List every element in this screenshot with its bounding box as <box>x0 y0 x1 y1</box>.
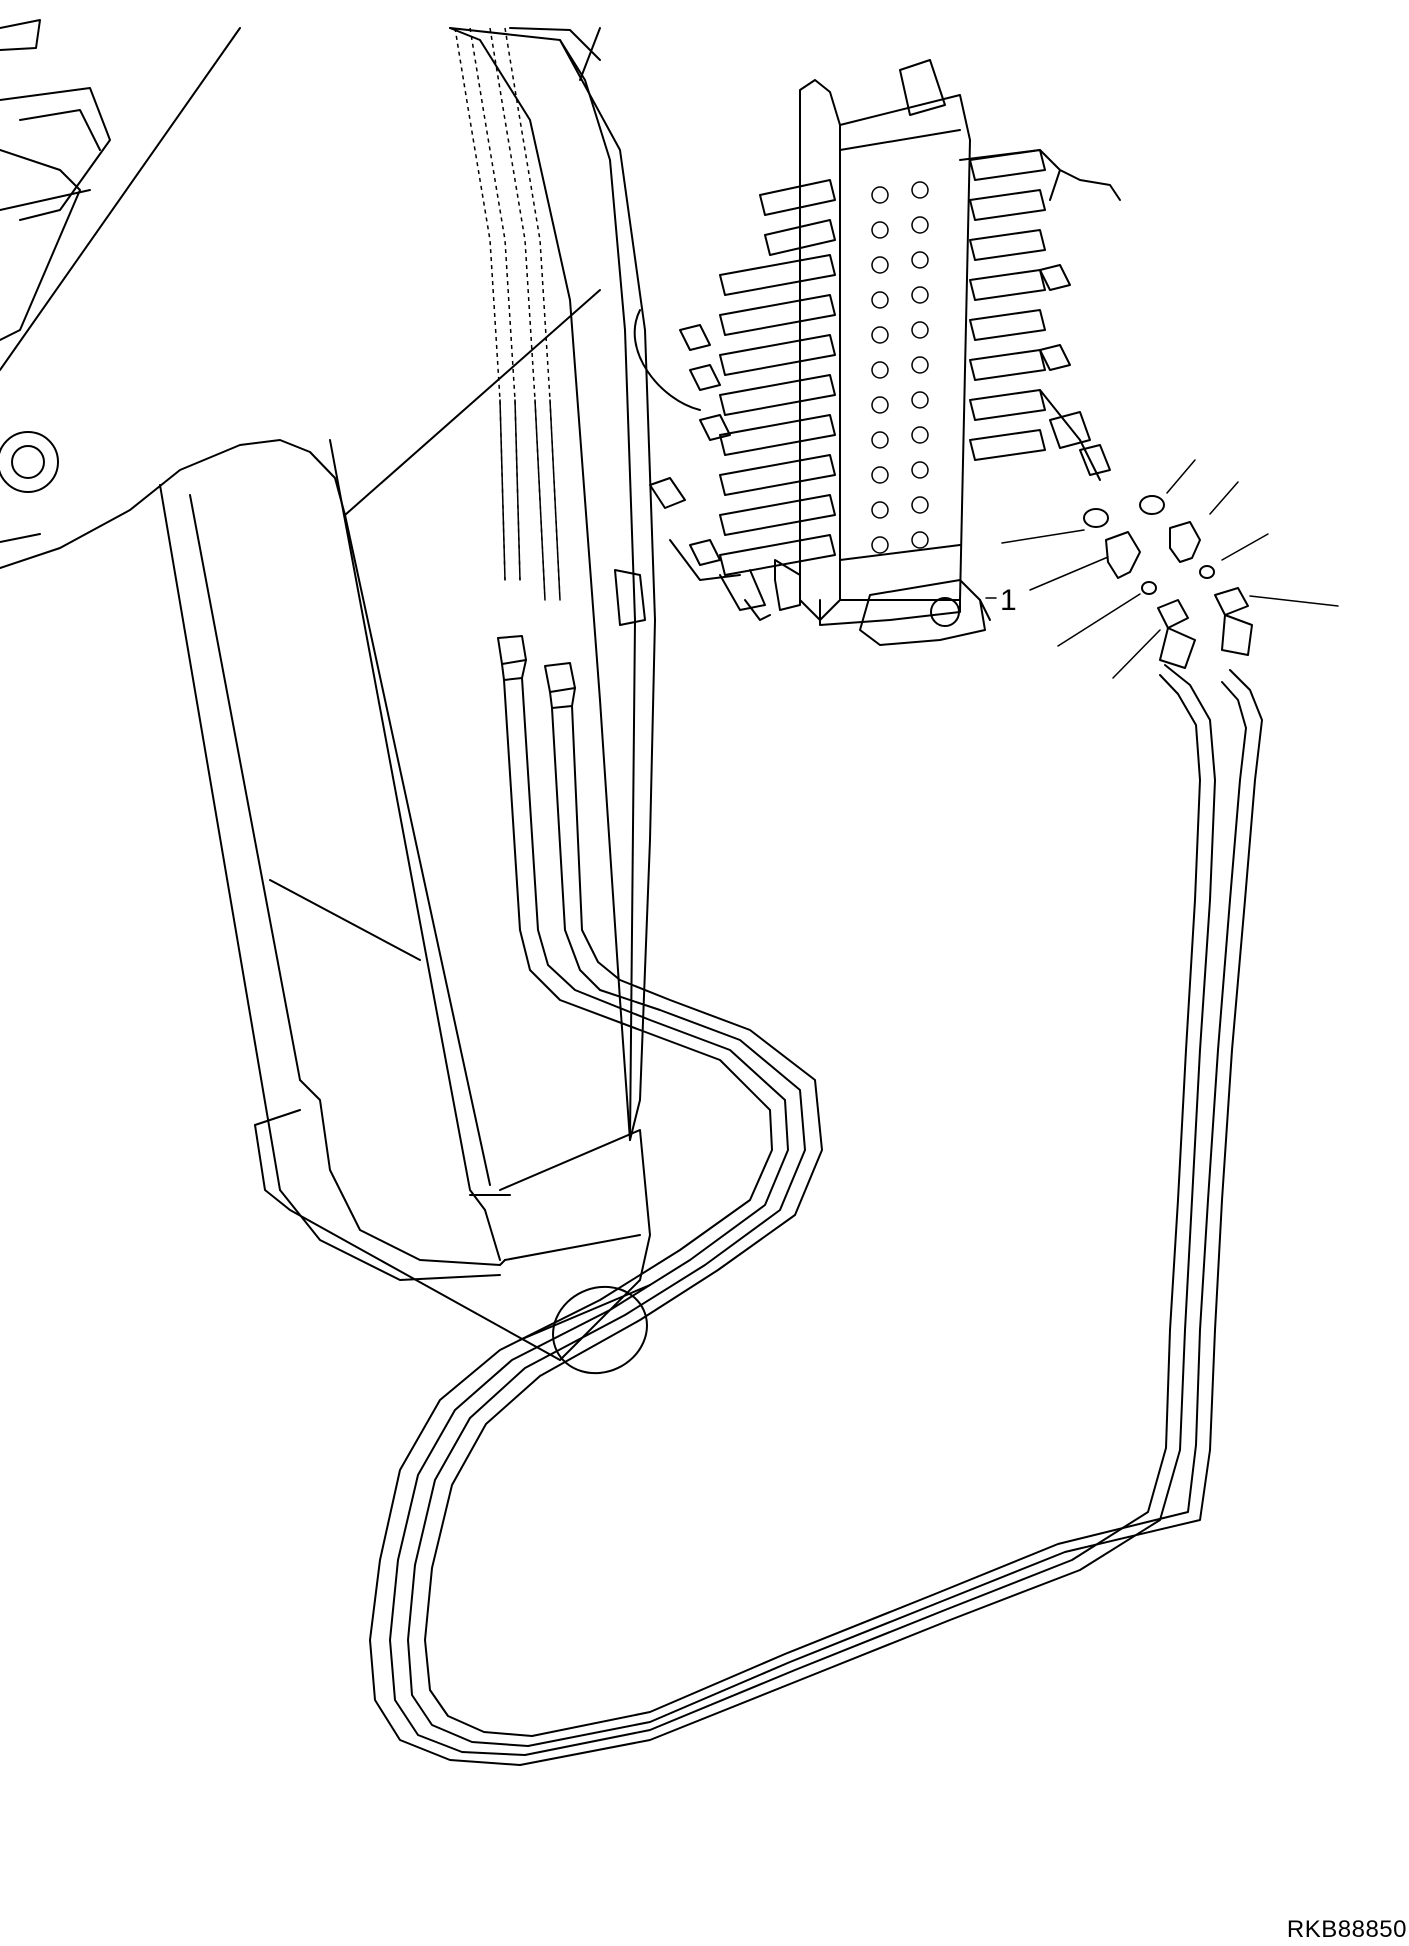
drawing-number: RKB88850 <box>1286 1916 1407 1943</box>
part-callout-1: 1 <box>1000 584 1017 617</box>
boom-side-hose-fittings <box>497 635 576 709</box>
control-valve <box>799 59 1121 646</box>
boom-column <box>159 439 651 1375</box>
valve-ports <box>871 181 929 554</box>
adapters-and-o-rings <box>1083 495 1215 595</box>
arm-structure <box>449 27 656 1141</box>
boom-side-hoses <box>369 664 1263 1766</box>
existing-hoses-dashed <box>454 27 561 601</box>
pilot-hose-fittings-left <box>633 179 836 621</box>
valve-side-hose-fittings <box>1157 587 1253 669</box>
leader-lines <box>985 459 1339 679</box>
pilot-hose-fittings-right <box>969 149 1111 481</box>
machine-frame <box>0 19 601 569</box>
